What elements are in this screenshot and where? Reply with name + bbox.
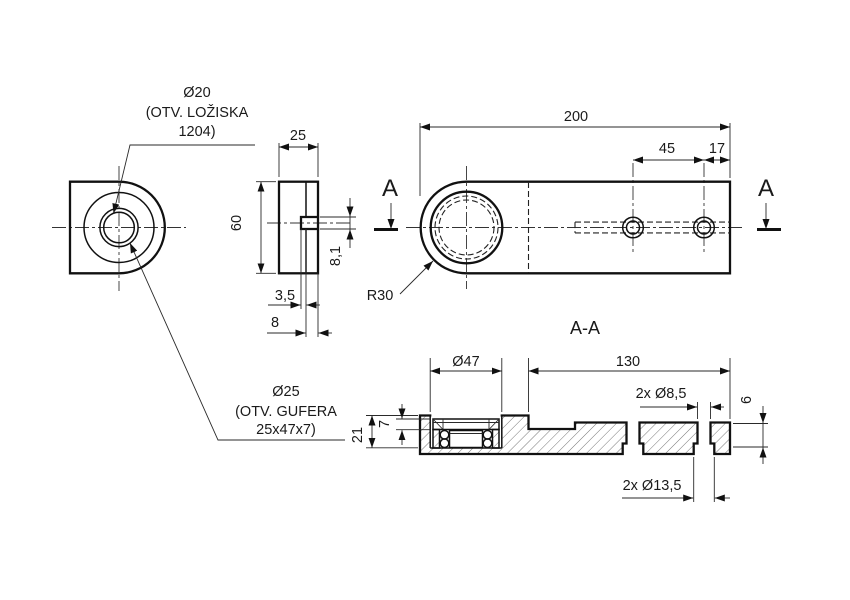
dim-width-text: 25 [290,128,306,144]
dim-small-holes-text: 2x Ø8,5 [636,386,687,402]
section-mark-right: A [757,175,781,231]
dim-notch-depth-text: 3,5 [275,288,295,304]
seal-detail [432,418,500,430]
plan-hidden-slot [574,221,730,234]
bore25-label-line2: (OTV. GUFERA [235,404,337,420]
outer-ring-right [491,428,500,449]
dim-counterbores-text: 2x Ø13,5 [623,478,682,494]
dim-notch-height-text: 8,1 [328,246,344,266]
dim-seal-depth-text: 7 [377,420,393,428]
dim-seal-depth: 7 [377,404,431,445]
plan-view: 200 45 17 R30 A A [367,109,781,304]
bore20-label-line3: 1204) [178,124,215,140]
dim-hole-edge-text: 17 [709,141,725,157]
dim-step-length: 130 [528,354,731,419]
outer-ring-left [432,428,441,449]
dim-thickness-text: 21 [350,427,366,443]
dim-notch-depth: 3,5 [268,229,320,309]
dim-step-length-text: 130 [616,354,640,370]
section-title: A-A [570,318,600,338]
section-letter-right: A [758,175,774,202]
section-outline [418,414,732,456]
side-view: 25 60 8,1 3,5 [229,128,356,337]
dim-cbore-depth-text: 6 [739,396,755,404]
plan-bore47-circle [429,190,504,265]
dim-thickness: 21 [350,415,418,449]
dim-face-offset-text: 8 [271,315,279,331]
plan-hidden-circle-inner [438,199,495,256]
dim-face-offset: 8 [267,273,332,337]
end-view [52,166,186,291]
plan-hole1 [625,220,641,235]
dim-radius-text: R30 [367,288,394,304]
dim-radius: R30 [367,260,434,304]
dim-cbore-depth: 6 [733,396,768,464]
bearing-assembly [432,418,500,449]
section-view: A-A [350,318,768,502]
plan-hole1-cbore [621,216,645,239]
bore20-label-line2: (OTV. LOŽISKA [146,104,249,121]
dim-small-holes: 2x Ø8,5 [636,386,724,419]
bearing-ball [439,429,450,440]
bore25-leader [129,242,345,441]
bore25-label-line1: Ø25 [272,384,299,400]
section-arrow-left [387,219,395,229]
section-mark-left: A [374,175,398,231]
dim-hole-edge: 17 [704,141,730,164]
section-arrow-right [762,219,770,229]
dim-bore-text: Ø47 [452,354,479,370]
inner-ring [448,429,484,449]
bore20-leader [112,144,255,214]
dim-notch-height: 8,1 [320,198,356,266]
bore20-label-group: Ø20 (OTV. LOŽISKA 1204) [112,85,255,214]
section-hatching [420,415,730,454]
dim-height-text: 60 [229,215,245,231]
bore20-label-line1: Ø20 [183,85,210,101]
plan-outline [419,180,732,275]
bore25-label-line3: 25x47x7) [256,422,316,438]
section-letter-left: A [382,175,398,202]
plan-hole2-cbore [692,216,716,239]
bore25-label-group: Ø25 (OTV. GUFERA 25x47x7) [129,242,345,441]
dim-bore: Ø47 [429,354,503,412]
dim-width: 25 [278,128,319,177]
bearing-ball [439,438,450,449]
dim-counterbores: 2x Ø13,5 [622,457,730,502]
bearing-ball [482,438,493,449]
plan-hidden-circle-outer [434,195,499,260]
dim-hole-spacing-text: 45 [659,141,675,157]
end-view-outline [68,180,166,275]
bearing-ball [482,429,493,440]
seal-outline [432,418,500,431]
dim-length: 200 [419,109,731,196]
side-view-outline [277,180,320,275]
plan-hole2 [696,220,712,235]
dim-length-text: 200 [564,109,588,125]
dim-height: 60 [229,181,276,274]
side-view-notch [299,215,320,231]
dim-hole-spacing: 45 [633,141,704,164]
